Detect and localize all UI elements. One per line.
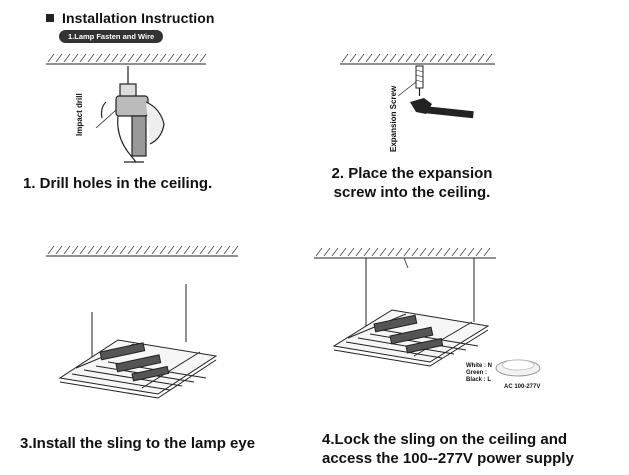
grow-light-fixture-icon [332,257,490,367]
header: Installation Instruction [46,10,215,26]
step2-caption-line2: screw into the ceiling. [333,184,491,201]
step4-caption-line1: 4.Lock the sling on the ceiling and [322,431,568,448]
wire-label-white: White : N [466,363,492,369]
step2-caption-line1: 2. Place the expansion [331,165,493,182]
ceiling-hatch-icon [46,245,239,257]
wire-label-green: Green : [466,370,487,376]
impact-drill-icon [95,66,165,163]
supply-label: AC 100-277V [504,384,540,390]
page-title: Installation Instruction [62,10,215,26]
step4-caption-line2: access the 100--277V power supply [322,450,574,467]
hammer-icon [410,98,474,119]
step4-caption: 4.Lock the sling on the ceiling and acce… [322,430,574,468]
power-plug-icon [495,359,541,377]
grow-light-fixture-icon [58,284,218,399]
impact-drill-label: Impact drill [75,93,84,136]
ceiling-hatch-icon [46,53,207,65]
expansion-screw-label: Expansion Screw [389,85,398,152]
step2-caption: 2. Place the expansion screw into the ce… [327,164,497,202]
step4-illustration: White : N Green : Black : L AC 100-277V [314,247,541,390]
section-pill: 1.Lamp Fasten and Wire [59,30,164,43]
ceiling-hatch-icon [340,53,495,65]
step3-caption: 3.Install the sling to the lamp eye [20,435,256,452]
step2-illustration: Expansion Screw [340,53,495,152]
wire-label-black: Black : L [466,377,491,383]
step1-illustration: Impact drill [46,53,207,163]
square-bullet-icon [46,14,54,22]
step1-caption: 1. Drill holes in the ceiling. [23,175,213,192]
ceiling-hatch-icon [314,247,496,259]
step3-illustration [46,245,239,399]
expansion-screw-icon [397,65,424,97]
